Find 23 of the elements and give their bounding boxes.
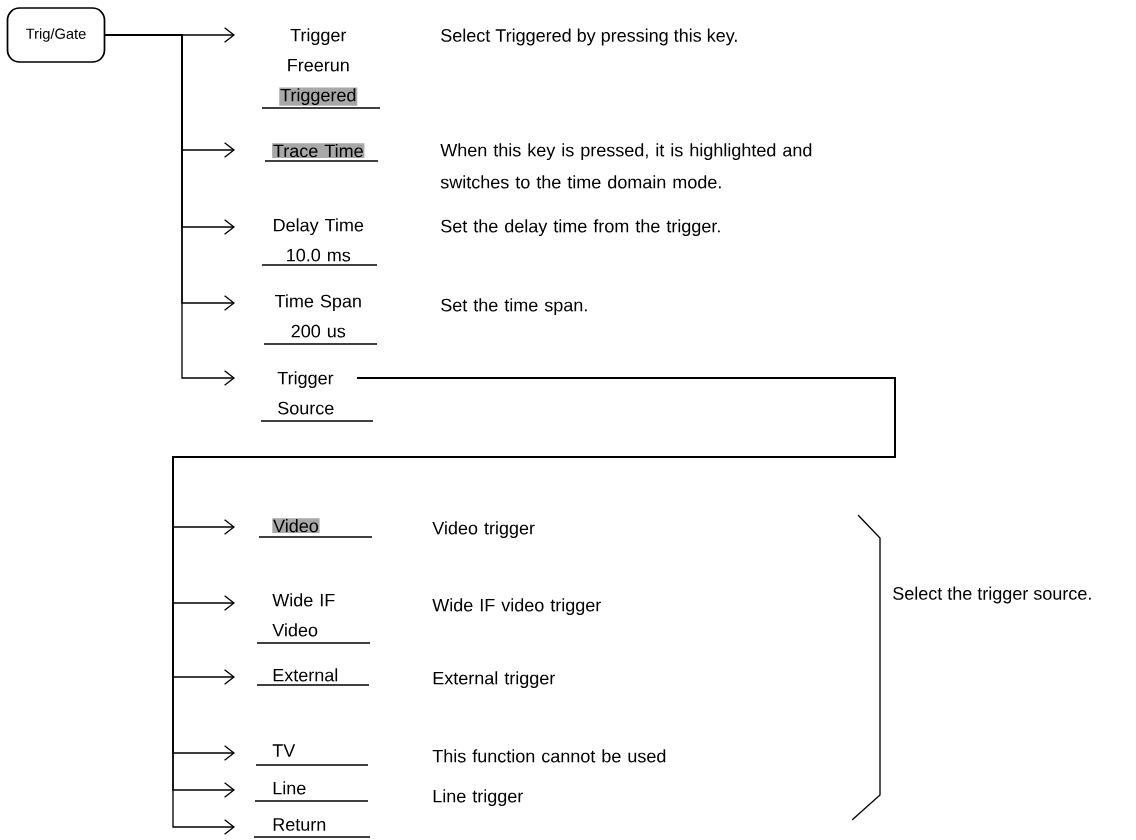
softkey-label: External bbox=[256, 668, 370, 686]
annotation-text: Select the trigger source. bbox=[893, 586, 1091, 604]
description-text: Line trigger bbox=[433, 789, 523, 807]
description-text: External trigger bbox=[433, 671, 555, 689]
softkey-label: Trigger Source bbox=[260, 371, 374, 422]
softkey-label: TV bbox=[255, 744, 369, 766]
softkey-label: Trace Time bbox=[264, 143, 379, 162]
description-text: Wide IF video trigger bbox=[432, 598, 601, 616]
softkey-label: Video bbox=[258, 518, 373, 538]
annotation-text: Select Triggered by pressing this key. bbox=[441, 28, 737, 46]
key-button: Trig/Gate bbox=[6, 7, 106, 63]
description-text: When this key is pressed, it is highlighted and switches to the time domain mode. bbox=[440, 143, 812, 189]
description-text: Set the delay time from the trigger. bbox=[441, 219, 720, 237]
softkey-label: Line bbox=[254, 781, 369, 802]
softkey-label: Return bbox=[253, 818, 371, 838]
softkey-label: Wide IF Video bbox=[256, 593, 371, 644]
arrow bbox=[104, 34, 235, 386]
softkey-label: Delay Time 10.0 ms bbox=[261, 218, 378, 266]
description-text: This function cannot be used bbox=[432, 749, 666, 763]
description-text: Video trigger bbox=[432, 521, 535, 539]
softkey-label: Time Span 200 us bbox=[263, 294, 378, 345]
description-text: Set the time span. bbox=[441, 298, 587, 316]
softkey-label: Trigger Freerun Triggered bbox=[261, 28, 381, 109]
